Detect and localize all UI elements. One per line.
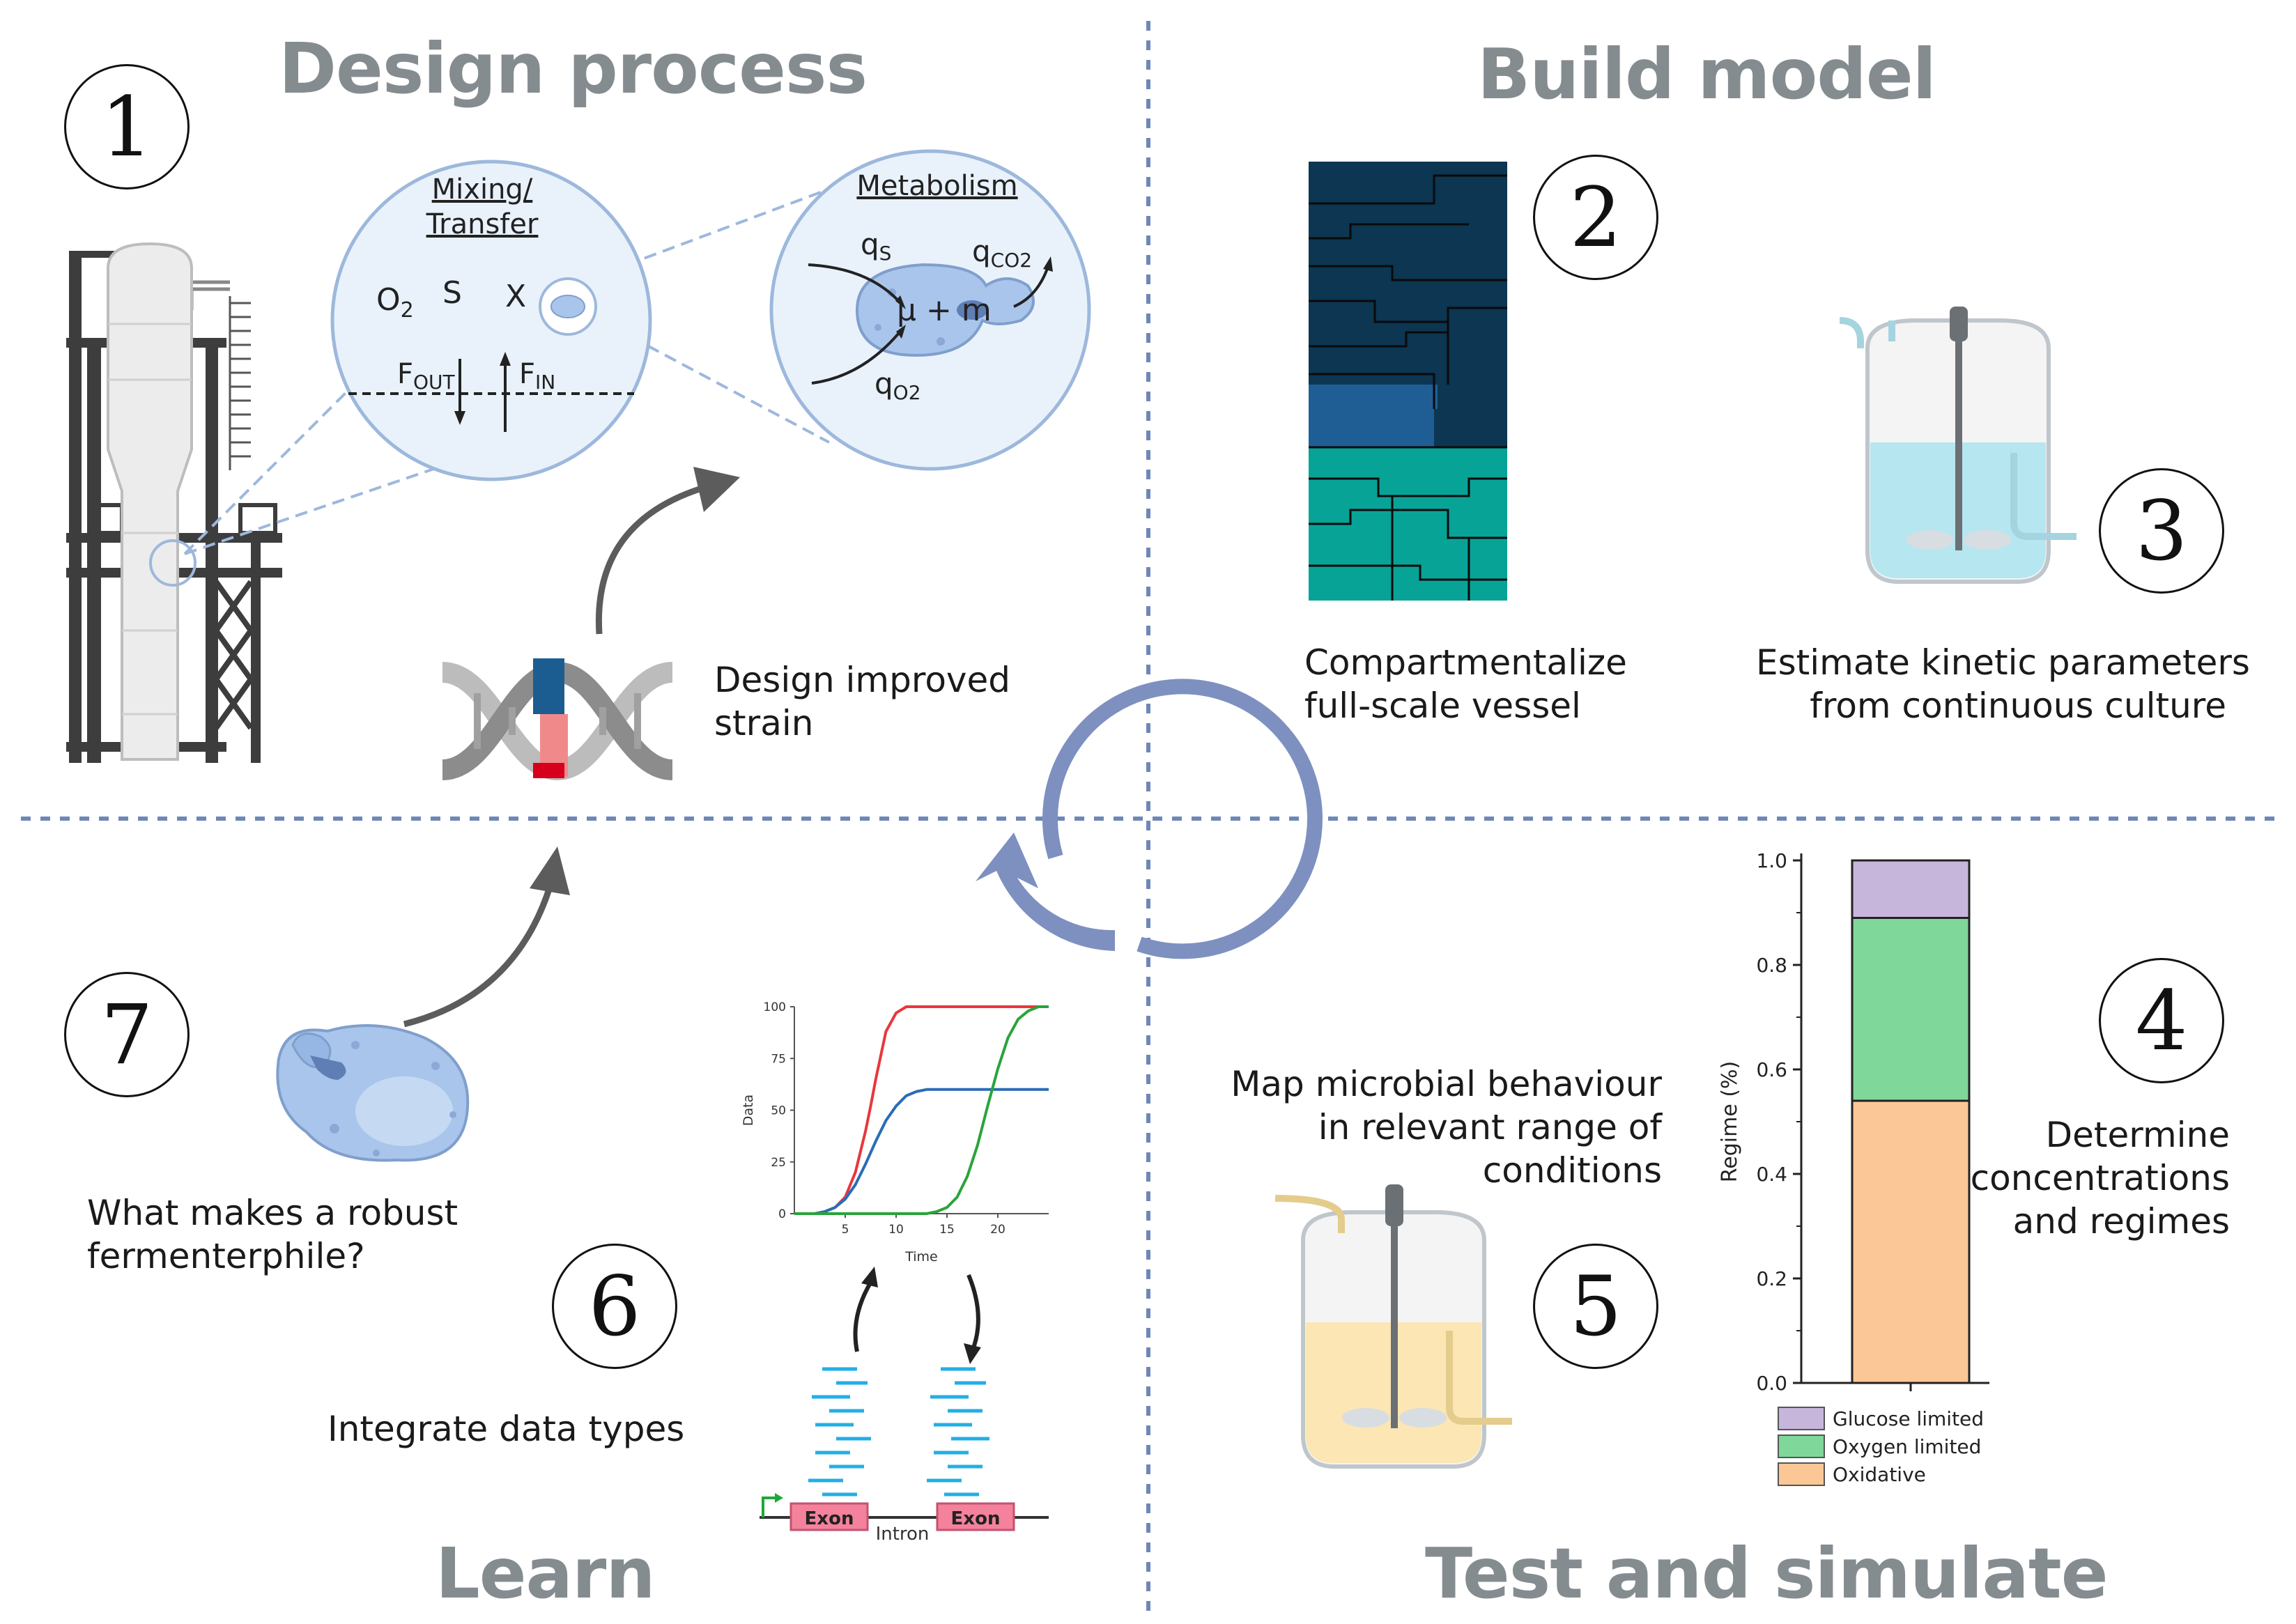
line-chart-y-tick-label: 75 (771, 1052, 786, 1066)
fin-label: F (519, 358, 535, 390)
caption-map: Map microbial behaviour in relevant rang… (1231, 1064, 1662, 1191)
budding-yeast-icon (276, 1024, 470, 1162)
bar-chart-y-tick-label: 0.0 (1756, 1372, 1787, 1395)
metabolism-title: Metabolism (856, 170, 1017, 202)
bar-chart-y-label: Regime (%) (1718, 1061, 1742, 1182)
cycle-arrow-icon (976, 679, 1323, 959)
line-chart-y-tick-label: 25 (771, 1156, 786, 1170)
caption-robust: What makes a robust fermenterphile? (87, 1193, 459, 1276)
bar-segment-glucose-limited (1851, 859, 1971, 919)
bioreactor-icon (1275, 1184, 1512, 1469)
legend-label-oxygen-limited: Oxygen limited (1833, 1435, 1981, 1458)
caption-design-strain: Design improved strain (714, 660, 1010, 743)
line-chart-x-label: Time (904, 1249, 938, 1265)
line-chart-y-tick-label: 100 (764, 1000, 786, 1014)
caption-determine: Determine concentrations and regimes (1970, 1115, 2230, 1242)
fout-label: F (397, 358, 413, 390)
chemostat-reactor-icon (1840, 307, 2077, 584)
qs-label: q (861, 227, 879, 261)
svg-text:O2: O2 (376, 282, 414, 323)
line-chart-x-tick-label: 20 (990, 1223, 1006, 1237)
line-chart-y-tick-label: 50 (771, 1104, 786, 1118)
step-2-badge: 2 (1533, 155, 1658, 280)
qco2-label: q (972, 234, 991, 268)
exon-label-2: Exon (951, 1508, 1001, 1529)
rnaseq-reads-icon: Exon Exon Intron (760, 1267, 1049, 1545)
bar-chart-y-tick-label: 0.2 (1756, 1267, 1787, 1290)
line-chart-y-tick-label: 0 (778, 1207, 786, 1221)
step-3-badge: 3 (2099, 468, 2224, 594)
industrial-fermenter-icon (66, 242, 282, 763)
title-test-and-simulate: Test and simulate (1425, 1533, 2109, 1614)
bar-chart-y-tick-label: 0.8 (1756, 954, 1787, 977)
step-1-badge: 1 (64, 64, 190, 190)
line-chart-series-1 (794, 1005, 1049, 1215)
dna-helix-icon (441, 658, 674, 781)
qo2-label: q (875, 366, 893, 401)
cell-small-icon (539, 277, 597, 336)
fout-sub: OUT (413, 371, 456, 394)
caption-compartmentalize: Compartmentalize full-scale vessel (1304, 642, 1627, 726)
caption-estimate: Estimate kinetic parameters from continu… (1756, 642, 2250, 726)
svg-text:qS: qS (861, 227, 891, 265)
step-4-badge: 4 (2099, 958, 2224, 1083)
mixing-title: Mixing/ (432, 173, 533, 206)
line-chart-x-tick-label: 10 (888, 1223, 904, 1237)
transfer-title: Transfer (426, 208, 539, 240)
legend-label-glucose-limited: Glucose limited (1833, 1407, 1984, 1430)
metabolism-circle: Metabolism qS qCO2 μ + m qO2 (769, 149, 1091, 471)
s-label: S (442, 275, 462, 311)
line-chart-y-label: Data (741, 1095, 756, 1126)
mu-m-label: μ + m (897, 293, 992, 328)
line-chart-series-2 (794, 1088, 1049, 1215)
legend-swatch-glucose-limited (1778, 1407, 1825, 1430)
step-5-badge: 5 (1533, 1244, 1658, 1369)
o2-label: O (376, 282, 401, 318)
step-6-badge: 6 (552, 1244, 677, 1369)
mixing-transfer-circle: Mixing/ Transfer O2 S X FOUT FIN (330, 160, 652, 481)
step-7-badge: 7 (64, 972, 190, 1097)
intron-label: Intron (876, 1524, 930, 1545)
design-arrow-icon (595, 467, 740, 635)
bar-segment-oxygen-limited (1851, 917, 1971, 1102)
x-label: X (505, 279, 526, 314)
caption-integrate: Integrate data types (328, 1409, 685, 1449)
qs-sub: S (879, 242, 892, 265)
legend-label-oxidative: Oxidative (1833, 1463, 1926, 1486)
svg-text:qO2: qO2 (875, 366, 921, 404)
title-design-process: Design process (279, 28, 868, 109)
svg-text:FOUT: FOUT (397, 358, 456, 394)
learn-arrow-icon (403, 846, 570, 1028)
bar-chart-y-tick-label: 0.6 (1756, 1058, 1787, 1081)
o2-sub: 2 (401, 298, 414, 323)
fin-sub: IN (535, 371, 555, 394)
legend-swatch-oxidative (1778, 1462, 1825, 1486)
qo2-sub: O2 (893, 381, 921, 404)
qco2-sub: CO2 (991, 249, 1032, 272)
line-chart-x-tick-label: 5 (842, 1223, 849, 1237)
bar-chart-y-tick-label: 0.4 (1756, 1163, 1787, 1186)
exon-label-1: Exon (805, 1508, 854, 1529)
compartment-map (1309, 162, 1507, 601)
line-chart-series-3 (794, 1005, 1049, 1215)
title-learn: Learn (436, 1533, 656, 1614)
bar-chart-y-tick-label: 1.0 (1756, 849, 1787, 872)
svg-text:qCO2: qCO2 (972, 234, 1032, 272)
bar-segment-oxidative (1851, 1099, 1971, 1384)
legend-swatch-oxygen-limited (1778, 1434, 1825, 1458)
svg-text:FIN: FIN (519, 358, 555, 394)
line-chart-x-tick-label: 15 (939, 1223, 955, 1237)
title-build-model: Build model (1477, 33, 1936, 115)
